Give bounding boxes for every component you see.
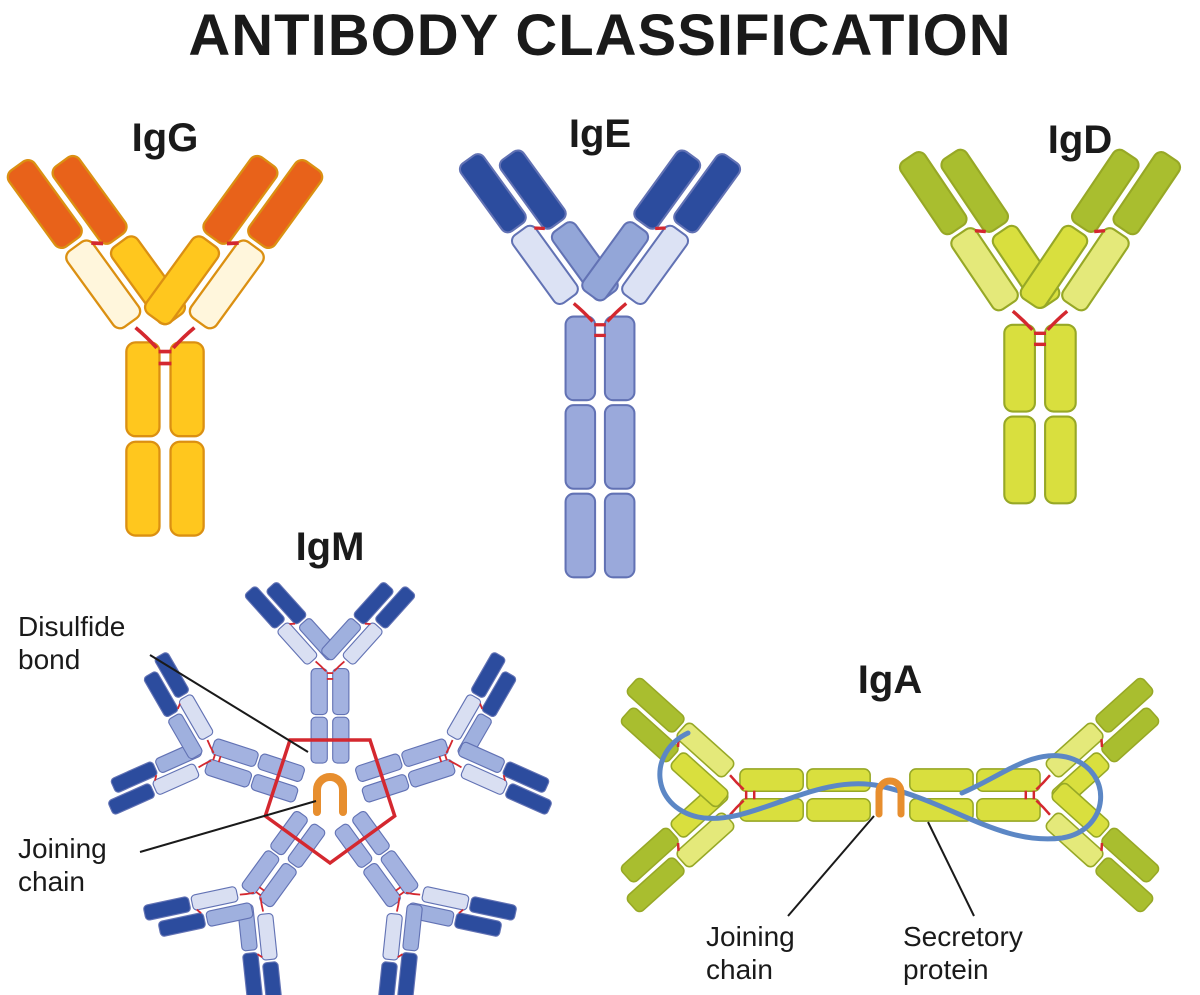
- leader-lines: [139, 654, 975, 917]
- iga-structure: [608, 676, 1173, 914]
- iga-label: IgA: [857, 658, 923, 702]
- igm-label: IgM: [295, 525, 365, 569]
- igm-joining-chain: [313, 773, 347, 816]
- iga-secretory-protein: [657, 730, 1104, 842]
- ige-structure: [455, 129, 745, 577]
- secretory-protein-annotation: Secretory protein: [903, 921, 1023, 986]
- iga-joining-chain-annotation: Joining chain: [706, 921, 795, 986]
- secretory-protein-leader-line: [927, 821, 975, 917]
- igg-label: IgG: [131, 116, 199, 160]
- igm-joining-chain-leader-line: [139, 800, 317, 853]
- igm-disulfide-bond-ring: [263, 738, 397, 866]
- igm-structure: [92, 573, 568, 995]
- page-title: ANTIBODY CLASSIFICATION: [188, 3, 1012, 68]
- disulfide-bond-annotation: Disulfide bond: [18, 611, 126, 676]
- igm-joining-chain-annotation: Joining chain: [18, 833, 107, 898]
- disulfide-bond-leader-line: [149, 654, 309, 753]
- igg-structure: [2, 132, 328, 536]
- iga-joining-chain-leader-line: [787, 815, 875, 917]
- igd-structure: [895, 127, 1185, 504]
- iga-joining-chain: [875, 777, 905, 818]
- igd-label: IgD: [1047, 118, 1113, 162]
- ige-label: IgE: [568, 112, 632, 156]
